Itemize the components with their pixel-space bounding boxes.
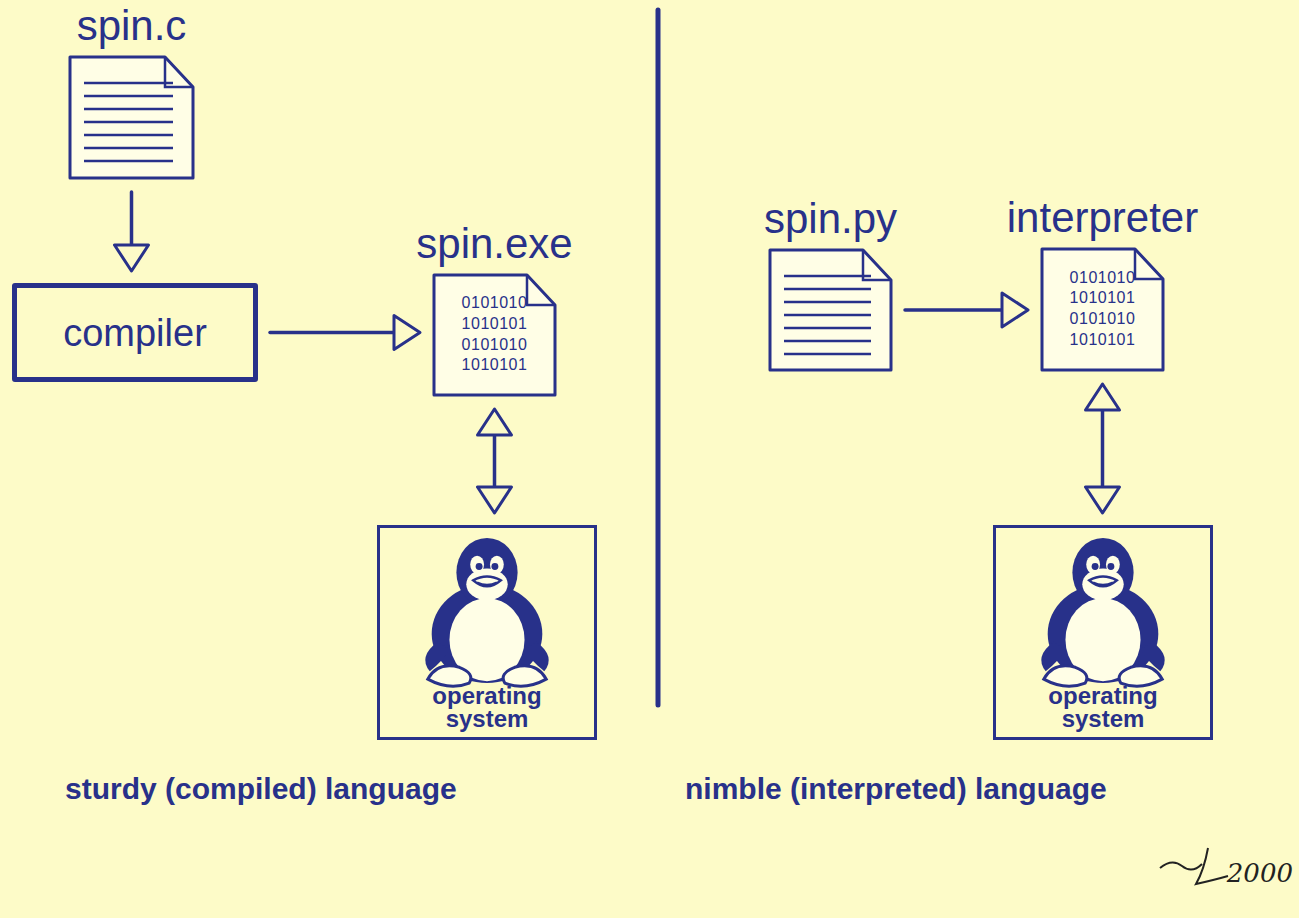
arrow-head bbox=[478, 487, 512, 513]
text-line-stroke bbox=[784, 314, 871, 317]
arrow-head bbox=[1086, 384, 1120, 410]
arrow-head bbox=[1002, 293, 1028, 327]
text-line-stroke bbox=[784, 327, 871, 330]
document-page bbox=[434, 275, 555, 395]
binary-code: 0101010 1010101 0101010 1010101 bbox=[462, 293, 528, 376]
document-page bbox=[1042, 249, 1163, 370]
file-name: spin.c bbox=[77, 5, 187, 47]
file-name: interpreter bbox=[1007, 197, 1198, 239]
text-line-stroke bbox=[784, 288, 871, 291]
text-line-stroke bbox=[84, 160, 173, 163]
text-line-stroke bbox=[84, 147, 173, 150]
connector-line bbox=[493, 435, 497, 487]
connector-line bbox=[270, 331, 394, 335]
divider-line bbox=[656, 10, 661, 705]
os-box: operating system bbox=[993, 525, 1213, 740]
text-line-stroke bbox=[84, 134, 173, 137]
os-label: operating system bbox=[1023, 685, 1183, 731]
document-page bbox=[70, 57, 193, 178]
document-outline bbox=[68, 55, 195, 180]
caption-label: sturdy (compiled) language bbox=[65, 772, 457, 806]
connector-arrow bbox=[115, 192, 149, 271]
os-box: operating system bbox=[377, 525, 597, 740]
file-name: spin.py bbox=[764, 198, 897, 240]
penguin-icon bbox=[425, 538, 548, 686]
file-name: spin.exe bbox=[416, 223, 572, 265]
box-label: compiler bbox=[63, 314, 207, 352]
arrow-head bbox=[1086, 487, 1120, 513]
document-fold bbox=[1135, 249, 1163, 279]
document-icon: spin.exe0101010 1010101 0101010 1010101 bbox=[432, 273, 557, 397]
text-line-stroke bbox=[84, 108, 173, 111]
document-icon: interpreter0101010 1010101 0101010 10101… bbox=[1040, 247, 1165, 372]
document-outline bbox=[1040, 247, 1165, 372]
arrow-head bbox=[478, 409, 512, 435]
caption-label: nimble (interpreted) language bbox=[685, 772, 1107, 806]
document-icon: spin.py bbox=[768, 248, 893, 372]
signature-year: 2000 bbox=[1227, 858, 1293, 888]
text-line-stroke bbox=[784, 301, 871, 304]
connector-arrow bbox=[1086, 384, 1120, 513]
document-outline bbox=[432, 273, 557, 397]
text-line-stroke bbox=[84, 121, 173, 124]
text-line-stroke bbox=[84, 82, 173, 85]
arrow-head bbox=[394, 316, 420, 350]
process-box: compiler bbox=[12, 283, 258, 382]
document-icon: spin.c bbox=[68, 55, 195, 180]
document-page bbox=[770, 250, 891, 370]
connector-arrow bbox=[478, 409, 512, 513]
penguin-icon bbox=[1041, 538, 1164, 686]
os-label: operating system bbox=[407, 685, 567, 731]
document-outline bbox=[768, 248, 893, 372]
signature-scribble bbox=[1160, 848, 1228, 884]
binary-code: 0101010 1010101 0101010 1010101 bbox=[1070, 268, 1136, 351]
text-line-stroke bbox=[784, 340, 871, 343]
text-line-stroke bbox=[784, 275, 871, 278]
connector-line bbox=[130, 192, 134, 245]
connector-arrow bbox=[905, 293, 1028, 327]
arrow-head bbox=[115, 245, 149, 271]
connector-arrow bbox=[270, 316, 420, 350]
document-fold bbox=[527, 275, 555, 305]
text-line-stroke bbox=[84, 95, 173, 98]
text-line-stroke bbox=[784, 353, 871, 356]
connector-line bbox=[1101, 410, 1105, 487]
connector-line bbox=[905, 308, 1002, 312]
